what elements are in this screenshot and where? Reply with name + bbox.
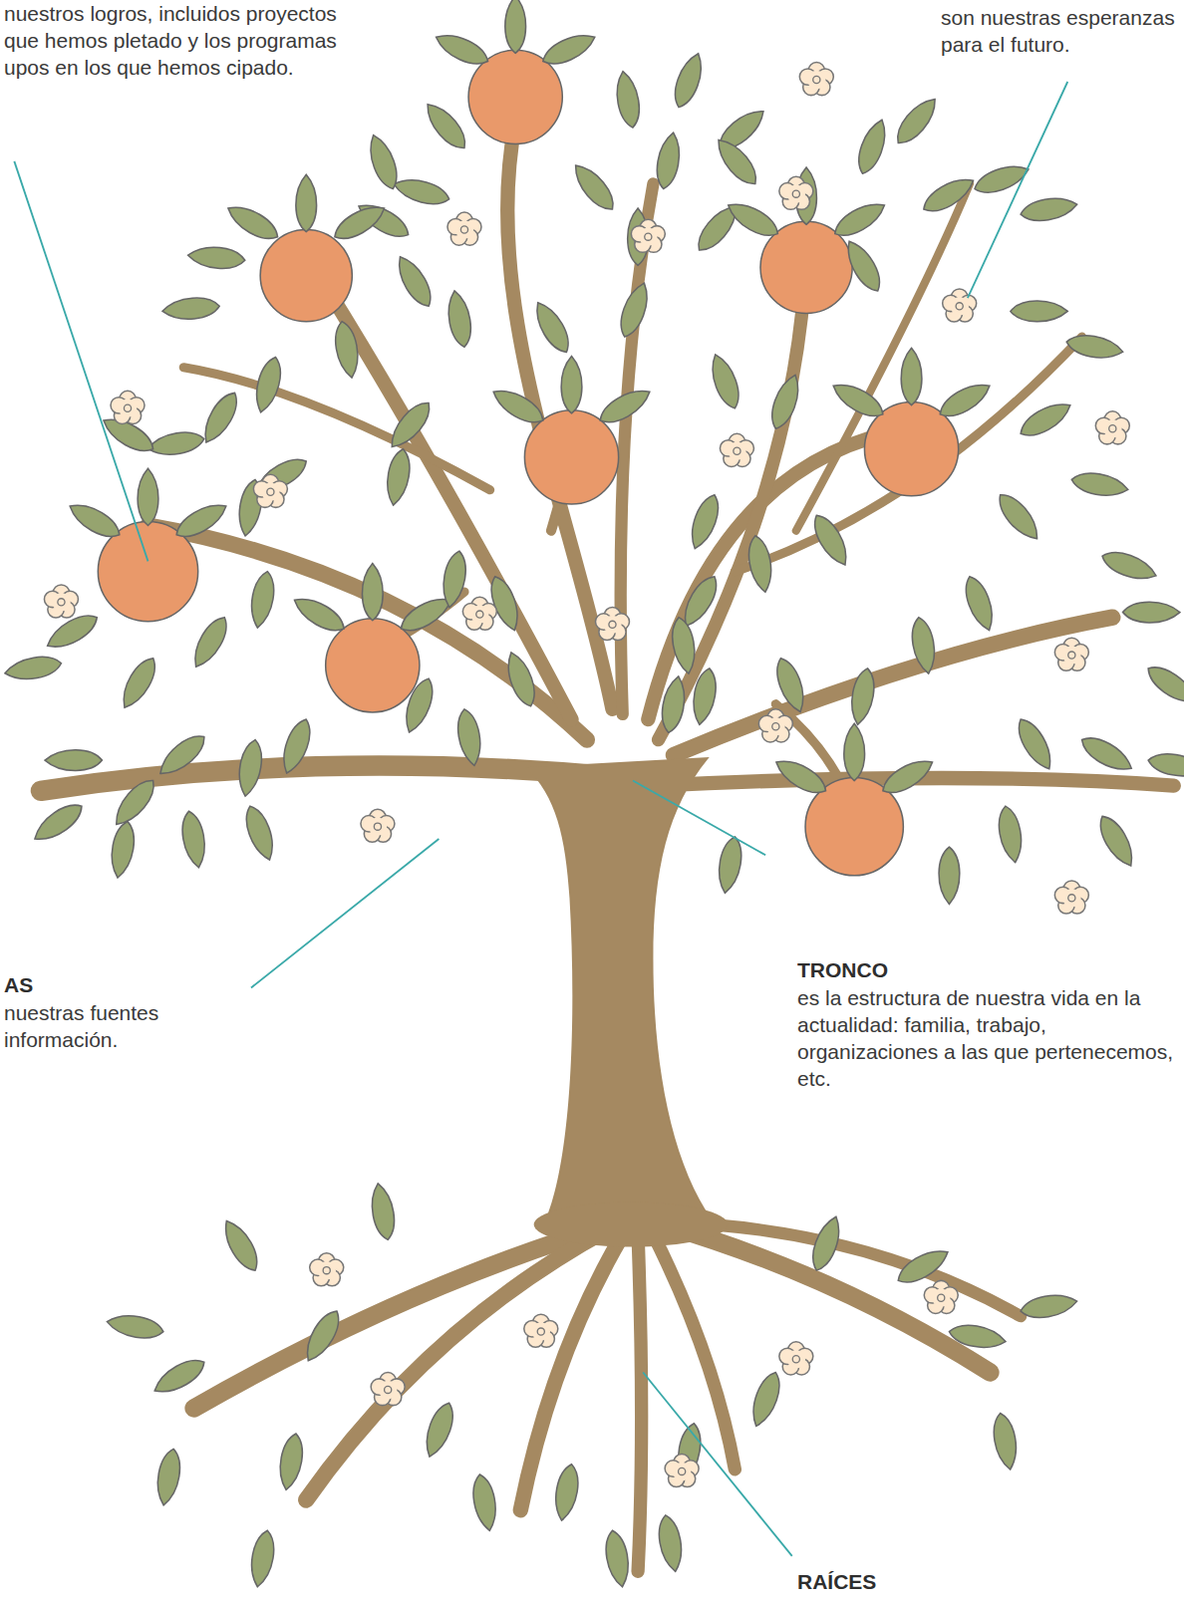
callout-text: nuestros logros, incluidos proyectos que… (3, 0, 363, 81)
callout-text: nuestras fuentes información. (3, 999, 244, 1054)
callout-text: es la estructura de nuestra vida en la a… (797, 984, 1177, 1093)
callout-heading: TRONCO (797, 956, 888, 984)
callout-heading: AS (3, 971, 33, 999)
callout-heading: RAÍCES (797, 1568, 877, 1596)
callout-text: son nuestras esperanzas para el futuro. (940, 3, 1179, 58)
